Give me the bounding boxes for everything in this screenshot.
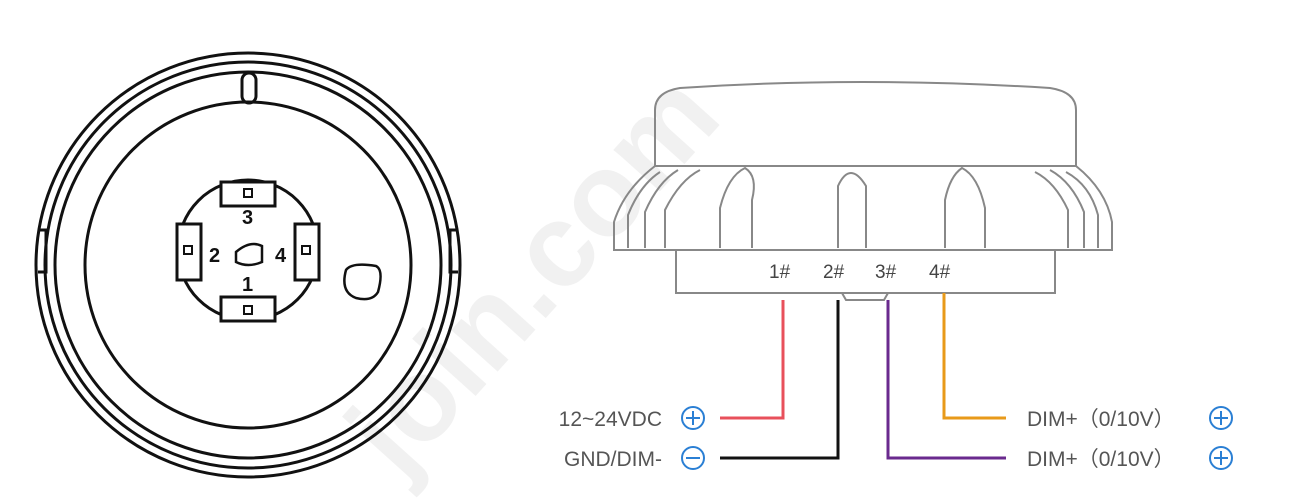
- wire-purple: [886, 300, 1006, 460]
- center-key: [234, 242, 264, 267]
- plus-circle-icon: [1209, 446, 1233, 470]
- cable-gland: [841, 292, 889, 301]
- rib: [837, 172, 867, 248]
- pin-2-hole: [183, 245, 193, 255]
- label-dim-bottom: DIM+（0/10V）: [1027, 448, 1175, 471]
- key-slot: [240, 71, 258, 105]
- rib: [664, 169, 701, 248]
- wire-red: [720, 300, 785, 420]
- rib: [719, 166, 755, 248]
- outer-ring: [34, 51, 462, 479]
- connector-front-view: [34, 51, 462, 479]
- pin-4-hole: [301, 245, 311, 255]
- pin-1-contact: [219, 295, 277, 323]
- rib: [944, 166, 986, 248]
- rib: [1034, 171, 1069, 248]
- wire-num-3: 3#: [875, 262, 897, 283]
- rib: [1049, 169, 1085, 248]
- pin-3-label: 3: [242, 207, 253, 229]
- label-power: 12~24VDC: [559, 408, 662, 431]
- pin-1-label: 1: [242, 274, 253, 296]
- wire-num-1: 1#: [769, 262, 791, 283]
- wire-orange: [942, 293, 1006, 420]
- pin-4-contact: [293, 222, 321, 282]
- sensor-dome: [654, 81, 1077, 166]
- sensor-housing: [675, 249, 1056, 294]
- rib: [627, 171, 661, 248]
- wire-num-4: 4#: [929, 262, 951, 283]
- pin-2-label: 2: [209, 245, 220, 267]
- right-notch: [448, 228, 458, 274]
- sensor-base: [613, 165, 1113, 251]
- wire-num-2: 2#: [823, 262, 845, 283]
- pin-3-hole: [243, 188, 253, 198]
- plus-circle-icon: [681, 406, 705, 430]
- rib: [1065, 171, 1099, 248]
- sensor-side-view: [613, 81, 1113, 301]
- watermark: join.com: [320, 49, 744, 499]
- side-tab: [343, 263, 382, 301]
- wire-black: [720, 300, 840, 460]
- pin-4-label: 4: [275, 245, 287, 267]
- minus-circle-icon: [681, 446, 705, 470]
- pin-3-contact: [219, 180, 277, 208]
- plus-circle-icon: [1209, 406, 1233, 430]
- pin-2-contact: [175, 222, 203, 282]
- label-dim-top: DIM+（0/10V）: [1027, 408, 1175, 431]
- label-gnd: GND/DIM-: [564, 448, 662, 471]
- pin-1-hole: [243, 305, 253, 315]
- rib: [644, 169, 679, 248]
- left-notch: [38, 228, 48, 274]
